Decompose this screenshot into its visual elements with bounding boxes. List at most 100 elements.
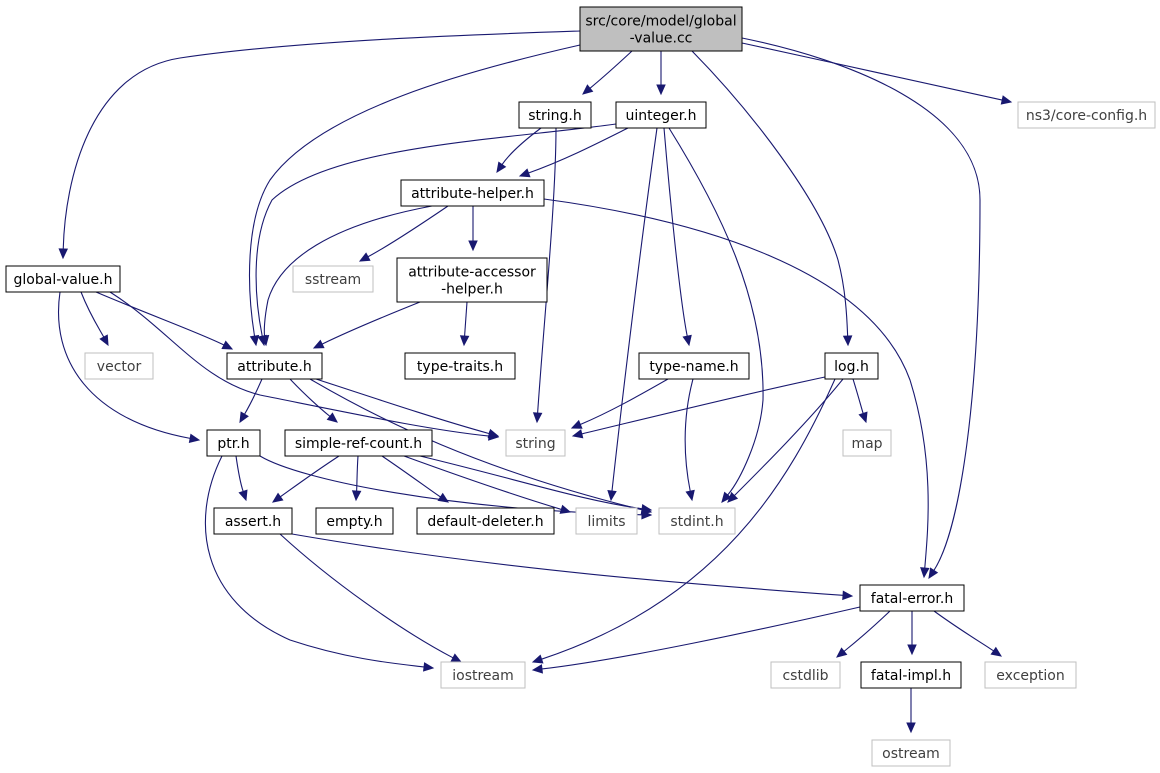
node-assert-h[interactable]: assert.h	[213, 507, 293, 535]
edge-line	[464, 301, 468, 337]
arrowhead-icon	[459, 335, 470, 347]
edge-line	[309, 378, 643, 511]
node-label: attribute.h	[237, 359, 311, 375]
node-default-deleter-h[interactable]: default-deleter.h	[416, 507, 555, 535]
node-box	[615, 101, 707, 129]
edge-uinteger_h-to-type_name_h	[663, 127, 692, 347]
node-box	[505, 429, 566, 457]
edge-line	[684, 378, 694, 492]
edge-line	[367, 205, 449, 258]
arrowhead-icon	[259, 334, 270, 347]
node-global-value-h[interactable]: global-value.h	[5, 265, 121, 293]
node-attribute-accessor-helper-h[interactable]: attribute-accessor-helper.h	[396, 257, 548, 303]
edge-line	[315, 378, 490, 435]
edge-line	[668, 127, 764, 496]
node-label: attribute-accessor	[408, 265, 536, 281]
edge-type_name_h-to-stdint_h	[684, 378, 695, 502]
edge-global_value_cc-to-log_h	[691, 50, 853, 347]
node-attribute-h[interactable]: attribute.h	[226, 352, 323, 380]
node-simple-ref-count-h[interactable]: simple-ref-count.h	[284, 429, 433, 457]
edge-assert_h-to-fatal_error_h	[291, 533, 854, 601]
node-label: sstream	[305, 272, 361, 288]
edge-line	[541, 378, 836, 660]
edge-line	[109, 291, 490, 437]
node-label: src/core/model/global	[585, 14, 736, 30]
node-sstream: sstream	[292, 265, 374, 293]
node-label: -value.cc	[630, 31, 693, 47]
arrowhead-icon	[906, 722, 916, 734]
edge-line	[741, 42, 1003, 101]
node-box	[575, 507, 638, 535]
node-type-name-h[interactable]: type-name.h	[638, 352, 750, 380]
arrowhead-icon	[238, 489, 248, 502]
arrowhead-icon	[422, 662, 435, 672]
edge-simple_ref_count_h-to-empty_h	[351, 455, 362, 502]
edge-attribute_helper_h-to-sstream	[358, 205, 449, 262]
node-fatal-error-h[interactable]: fatal-error.h	[859, 584, 965, 612]
edge-global_value_cc-to-attribute_h	[248, 44, 581, 347]
node-box	[658, 507, 736, 535]
edge-global_value_h-to-attribute_h	[95, 291, 234, 350]
node-type-traits-h[interactable]: type-traits.h	[404, 352, 516, 380]
node-uinteger-h[interactable]: uinteger.h	[615, 101, 707, 129]
edge-global_value_cc-to-string_h	[582, 50, 633, 95]
node-ptr-h[interactable]: ptr.h	[206, 429, 261, 457]
edge-line	[611, 127, 658, 492]
node-label: cstdlib	[782, 668, 828, 684]
node-label: assert.h	[225, 514, 281, 530]
edge-line	[403, 455, 562, 510]
edge-assert_h-to-iostream	[279, 533, 463, 663]
edge-global_value_cc-to-global_value_h	[58, 30, 581, 260]
edge-fatal_error_h-to-iostream	[531, 606, 861, 674]
arrowhead-icon	[496, 161, 507, 174]
node-label: simple-ref-count.h	[295, 436, 422, 452]
node-box	[579, 6, 743, 52]
edge-line	[204, 455, 425, 668]
edge-line	[580, 378, 669, 426]
edge-line	[589, 50, 633, 89]
node-box	[860, 661, 962, 689]
edge-line	[381, 455, 441, 498]
node-box	[84, 352, 154, 380]
edge-attribute_helper_h-to-attribute_h	[259, 205, 433, 347]
arrowhead-icon	[249, 334, 260, 347]
arrowhead-icon	[640, 503, 653, 514]
node-log-h[interactable]: log.h	[824, 352, 879, 380]
node-box	[638, 352, 750, 380]
arrowhead-icon	[907, 644, 917, 656]
node-exception: exception	[984, 661, 1077, 689]
node-label: string.h	[528, 108, 582, 124]
edge-line	[356, 455, 359, 492]
arrowhead-icon	[721, 491, 732, 503]
edge-uinteger_h-to-attribute_helper_h	[518, 127, 629, 178]
edge-line	[321, 301, 421, 345]
node-label: map	[851, 436, 882, 452]
node-box	[206, 429, 261, 457]
node-global-value-cc[interactable]: src/core/model/global-value.cc	[579, 6, 743, 52]
node-box	[859, 584, 965, 612]
edge-line	[235, 455, 244, 492]
node-string-h[interactable]: string.h	[518, 101, 592, 129]
arrowhead-icon	[468, 240, 478, 252]
edge-log_h-to-string	[571, 376, 826, 439]
node-box	[400, 179, 545, 207]
node-label: type-traits.h	[417, 359, 503, 375]
node-empty-h[interactable]: empty.h	[315, 507, 394, 535]
edge-fatal_error_h-to-fatal_impl_h	[907, 611, 917, 656]
arrowhead-icon	[99, 334, 109, 347]
edge-global_value_cc-to-ns3_core_config_h	[741, 42, 1013, 105]
arrowhead-icon	[571, 429, 584, 439]
edge-line	[741, 37, 981, 571]
node-attribute-helper-h[interactable]: attribute-helper.h	[400, 179, 545, 207]
arrowhead-icon	[531, 654, 544, 664]
edge-log_h-to-map	[852, 378, 868, 424]
edge-log_h-to-iostream	[531, 378, 836, 664]
node-box	[518, 101, 592, 129]
node-fatal-impl-h[interactable]: fatal-impl.h	[860, 661, 962, 689]
node-label: string	[515, 436, 555, 452]
edge-type_name_h-to-string	[570, 378, 669, 429]
edge-line	[501, 127, 542, 165]
edge-ptr_h-to-assert_h	[235, 455, 248, 502]
edge-attribute_h-to-ptr_h	[239, 378, 263, 424]
